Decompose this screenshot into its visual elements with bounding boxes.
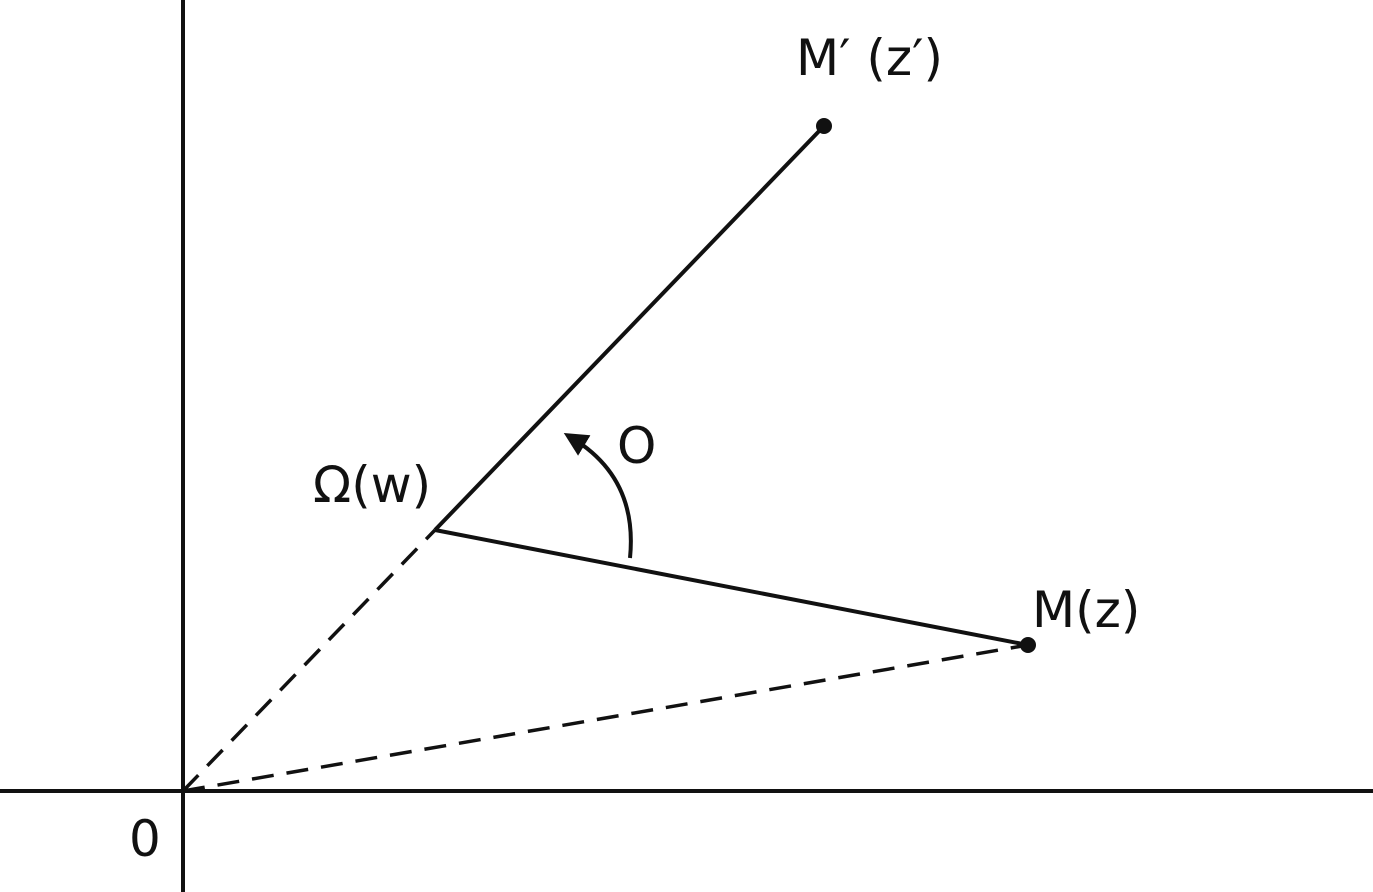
dashed-origin-to-omega [181, 528, 437, 793]
label-origin: 0 [129, 810, 161, 868]
label-omega: Ω(w) [313, 456, 431, 514]
segment-omega-to-m [434, 528, 1029, 647]
segment-omega-to-m-prime [433, 124, 826, 532]
label-angle: O [617, 417, 656, 475]
rotation-arc-arrow [563, 433, 633, 559]
label-m: M(z) [1032, 581, 1140, 639]
label-m-prime: M′ (z′) [796, 29, 943, 87]
point-m-prime [816, 118, 832, 134]
dashed-origin-to-m [182, 643, 1029, 793]
point-m [1020, 637, 1036, 653]
